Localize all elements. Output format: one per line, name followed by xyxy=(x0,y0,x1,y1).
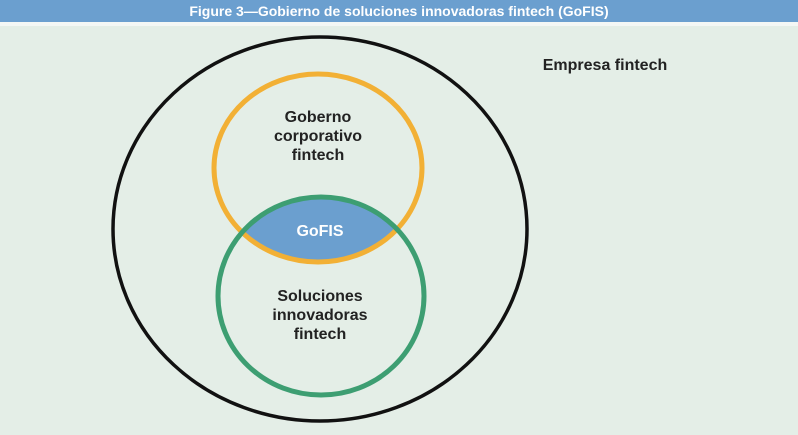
outer-circle xyxy=(111,35,529,423)
bottom-label-line: fintech xyxy=(293,326,347,343)
figure-title: Figure 3—Gobierno de soluciones innovado… xyxy=(0,0,798,22)
bottom-label-line: Soluciones xyxy=(277,288,363,305)
top-label-line: corporativo xyxy=(273,128,362,145)
bottom-label: Soluciones innovadoras fintech xyxy=(240,287,400,344)
bottom-label-line: innovadoras xyxy=(272,307,368,324)
top-circle xyxy=(211,71,425,265)
top-label-line: fintech xyxy=(291,147,345,164)
bottom-circle xyxy=(215,194,427,398)
overlap-label: GoFIS xyxy=(296,223,344,240)
outer-label: Empresa fintech xyxy=(542,57,668,74)
top-label-line: Goberno xyxy=(284,109,352,126)
header-divider xyxy=(0,22,798,26)
top-label: Goberno corporativo fintech xyxy=(238,108,398,165)
